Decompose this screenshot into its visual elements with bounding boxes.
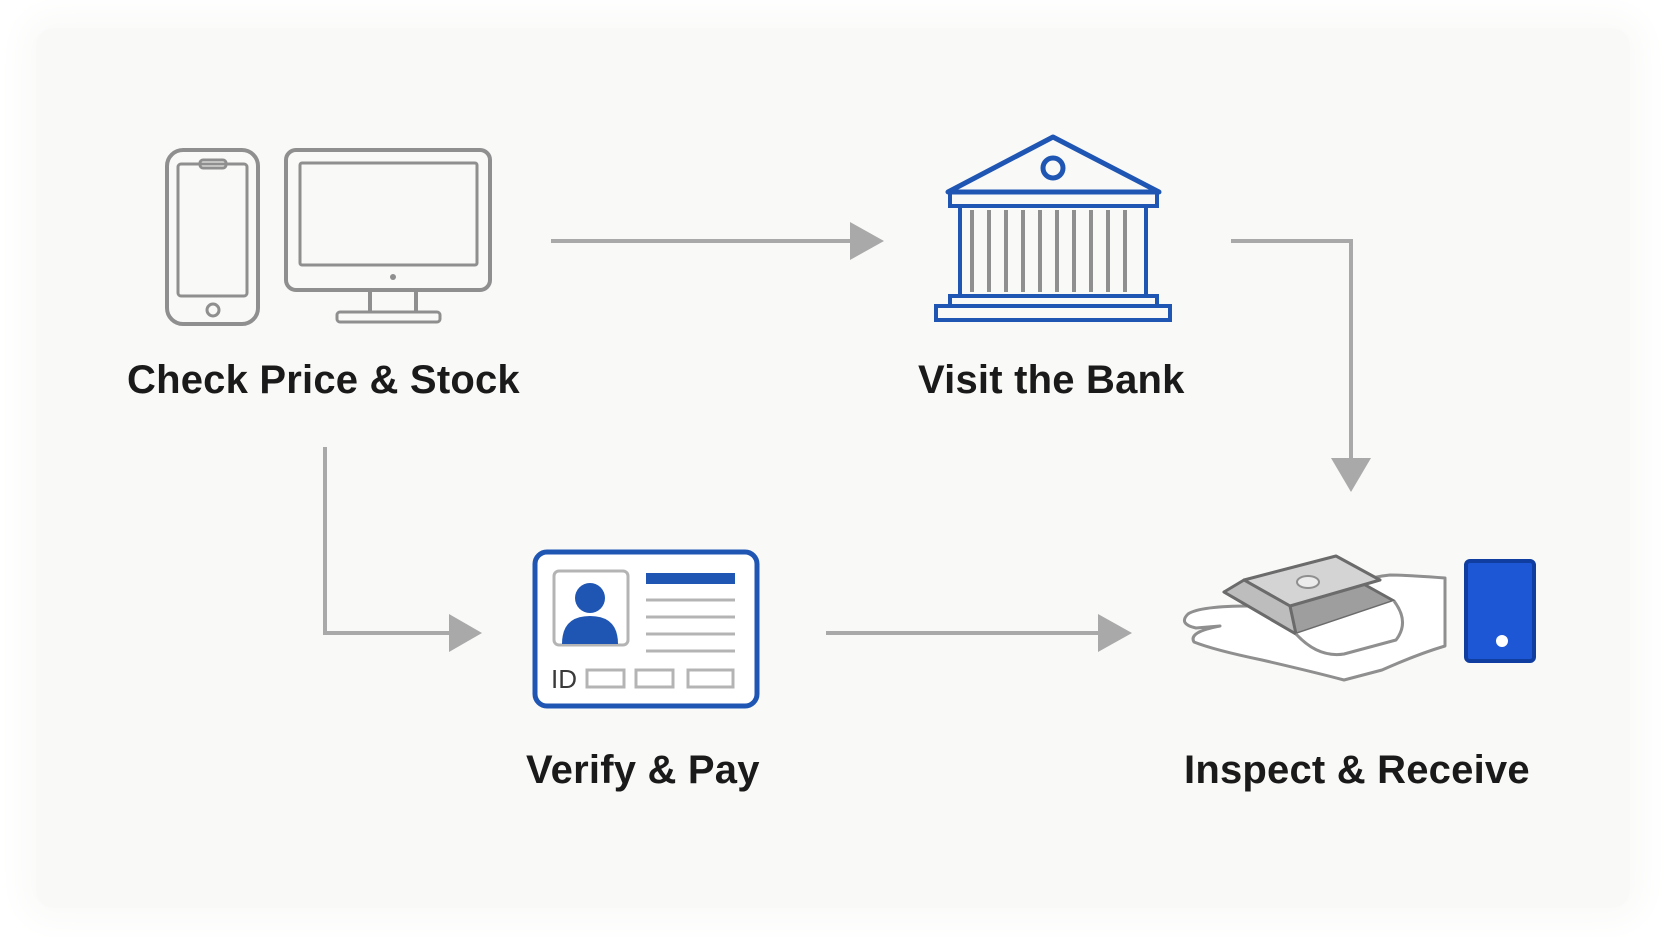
- arrow-bank-to-receive: [1231, 239, 1371, 492]
- id-card-icon: ID: [532, 549, 760, 709]
- phone-icon: [165, 148, 260, 326]
- arrow-check-to-bank: [551, 222, 884, 260]
- monitor-icon: [284, 148, 492, 324]
- silver-bar-icon: [1222, 554, 1396, 636]
- bank-icon: [934, 134, 1172, 322]
- hand-gold-bar-icon: [1182, 554, 1536, 682]
- cuff-button: [1496, 635, 1508, 647]
- step-label-inspect-receive: Inspect & Receive: [1184, 748, 1530, 792]
- sleeve-cuff: [1464, 559, 1536, 663]
- id-card-id-text: ID: [551, 664, 577, 694]
- devices-icon: [165, 148, 492, 326]
- arrow-verify-to-receive: [826, 614, 1132, 652]
- arrow-check-to-verify: [323, 447, 482, 652]
- step-label-visit-bank: Visit the Bank: [918, 358, 1185, 402]
- step-label-check-price-stock: Check Price & Stock: [127, 358, 520, 402]
- step-label-verify-pay: Verify & Pay: [526, 748, 760, 792]
